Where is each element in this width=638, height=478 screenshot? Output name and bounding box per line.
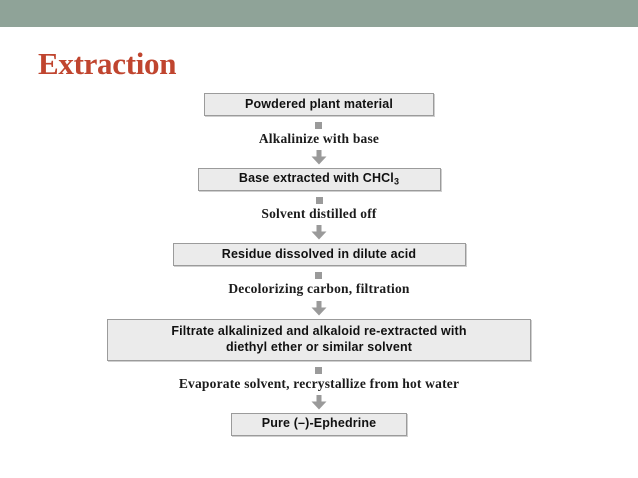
flow-box-label-text: Base extracted with CHCl <box>238 171 394 186</box>
connector-evaporate-solvent-recrystallize: Evaporate solvent, recrystallize from ho… <box>179 361 459 413</box>
connector-square-icon <box>315 366 323 374</box>
flow-box-label: Powdered plant material <box>245 96 393 111</box>
flow-box-label-subscript: 3 <box>393 176 400 187</box>
flow-box-residue-dissolved-dilute-acid: Residue dissolved in dilute acid <box>172 243 466 267</box>
flow-box-label-line2: diethyl ether or similar solvent <box>225 339 413 354</box>
connector-decolorizing-carbon-filtration: Decolorizing carbon, filtration <box>228 266 409 318</box>
connector-square-icon <box>315 272 323 280</box>
page-title: Extraction <box>38 46 177 81</box>
connector-alkalinize-with-base: Alkalinize with base <box>259 116 379 168</box>
flow-box-base-extracted-chcl3: Base extracted with CHCl3 <box>197 168 441 192</box>
flow-box-label: Pure (–)-Ephedrine <box>261 416 377 431</box>
connector-square-icon <box>315 122 323 129</box>
flow-box-label: Base extracted with CHCl3 <box>239 171 399 188</box>
flow-box-powdered-plant-material: Powdered plant material <box>204 93 434 116</box>
flow-box-filtrate-alkalinized: Filtrate alkalinized and alkaloid re-ext… <box>107 318 531 361</box>
connector-square-icon <box>315 197 323 205</box>
arrow-down-icon <box>311 394 327 410</box>
connector-label: Evaporate solvent, recrystallize from ho… <box>178 375 460 391</box>
connector-label: Alkalinize with base <box>258 131 380 146</box>
slide-top-accent-bar <box>0 0 638 27</box>
arrow-down-icon <box>311 300 327 316</box>
extraction-flowchart: Powdered plant material Alkalinize with … <box>0 93 638 436</box>
arrow-down-icon <box>311 225 327 240</box>
arrow-down-icon <box>311 150 327 165</box>
flow-box-label: Residue dissolved in dilute acid <box>221 247 417 262</box>
connector-label: Decolorizing carbon, filtration <box>228 281 410 297</box>
connector-label: Solvent distilled off <box>261 206 377 222</box>
flow-box-pure-ephedrine: Pure (–)-Ephedrine <box>231 412 407 436</box>
flow-box-label: Filtrate alkalinized and alkaloid re-ext… <box>171 324 466 355</box>
connector-solvent-distilled-off: Solvent distilled off <box>261 191 376 243</box>
flow-box-label-line1: Filtrate alkalinized and alkaloid re-ext… <box>171 323 467 338</box>
